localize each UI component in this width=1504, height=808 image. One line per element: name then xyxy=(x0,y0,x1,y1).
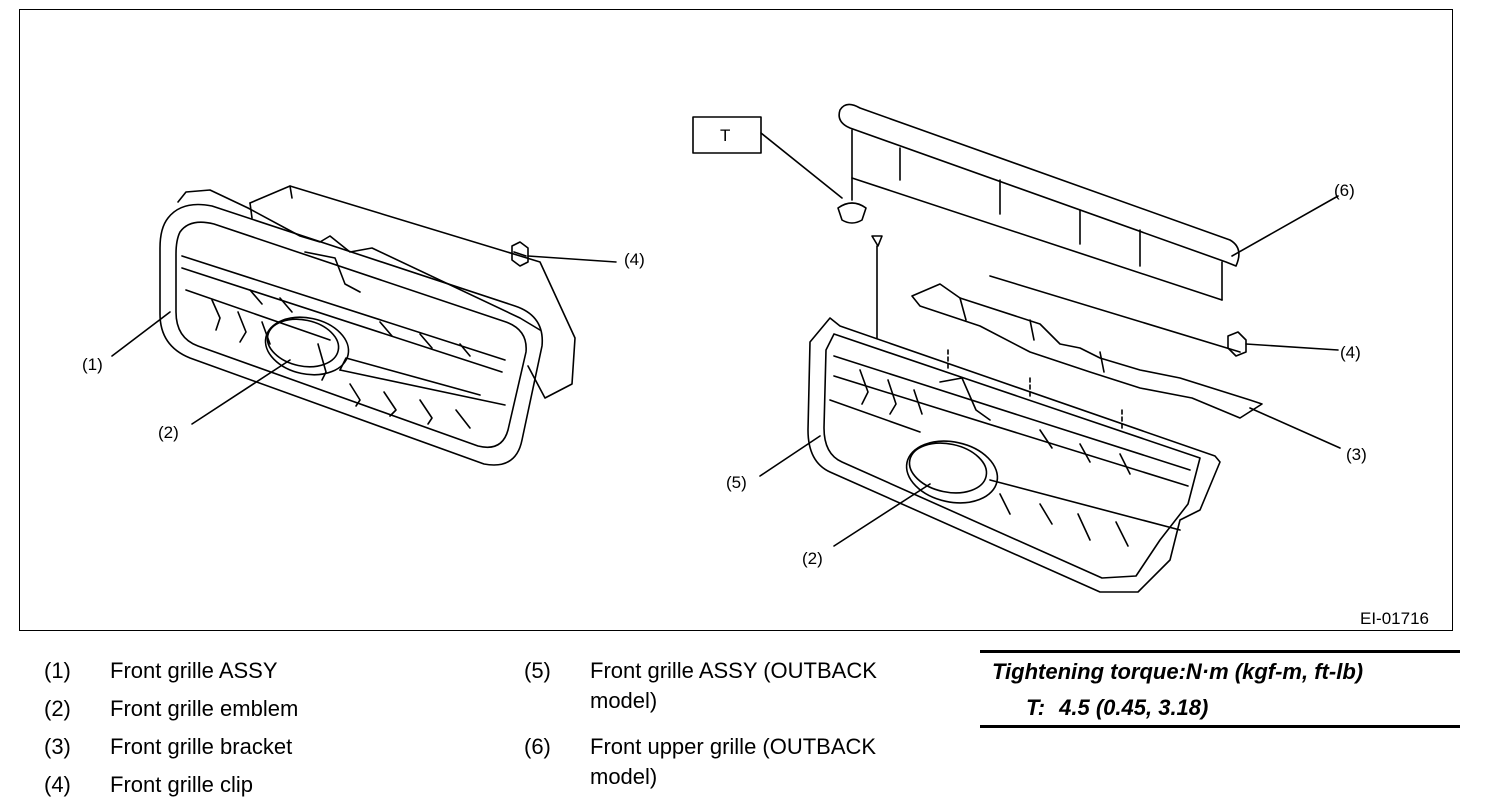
callout-4-left: (4) xyxy=(624,250,645,269)
front-grille-assy-left xyxy=(159,185,576,466)
legend-text: Front grille bracket xyxy=(110,734,293,759)
figure-code: EI-01716 xyxy=(1360,609,1429,628)
legend-text: Front grille ASSY xyxy=(110,658,278,683)
legend-num: (2) xyxy=(44,696,71,721)
legend-num: (4) xyxy=(44,772,71,797)
torque-spec: T: 4.5 (0.45, 3.18) xyxy=(1026,695,1208,721)
front-grille-assy-outback xyxy=(807,317,1221,593)
torque-box-label: T xyxy=(720,126,730,145)
callout-1-left: (1) xyxy=(82,355,103,374)
torque-value: 4.5 (0.45, 3.18) xyxy=(1059,695,1209,720)
legend-text: Front grille clip xyxy=(110,772,254,797)
front-grille-bracket xyxy=(911,275,1263,419)
tightening-torque-box: Tightening torque:N·m (kgf-m, ft-lb) T: 4… xyxy=(980,650,1460,728)
legend-num: (5) xyxy=(524,658,551,683)
legend-num: (3) xyxy=(44,734,71,759)
callout-4-right: (4) xyxy=(1340,343,1361,362)
figure-frame xyxy=(19,9,1453,631)
legend-num: (1) xyxy=(44,658,71,683)
legend-num: (6) xyxy=(524,734,551,759)
callout-5-right: (5) xyxy=(726,473,747,492)
legend-text: Front grille emblem xyxy=(110,696,299,721)
callout-6-right: (6) xyxy=(1334,181,1355,200)
torque-heading: Tightening torque:N·m (kgf-m, ft-lb) xyxy=(992,659,1364,684)
exploded-view-diagram: (1) (2) (4) T (6) (4) (3) (5) (2) EI-017… xyxy=(82,103,1429,628)
legend-text: Front upper grille (OUTBACK model) xyxy=(590,734,877,789)
callout-3-right: (3) xyxy=(1346,445,1367,464)
legend-text: Front grille ASSY (OUTBACK model) xyxy=(590,658,877,713)
callout-2-right: (2) xyxy=(802,549,823,568)
callout-2-left: (2) xyxy=(158,423,179,442)
front-upper-grille xyxy=(838,103,1240,301)
torque-key: T: xyxy=(1026,695,1046,720)
